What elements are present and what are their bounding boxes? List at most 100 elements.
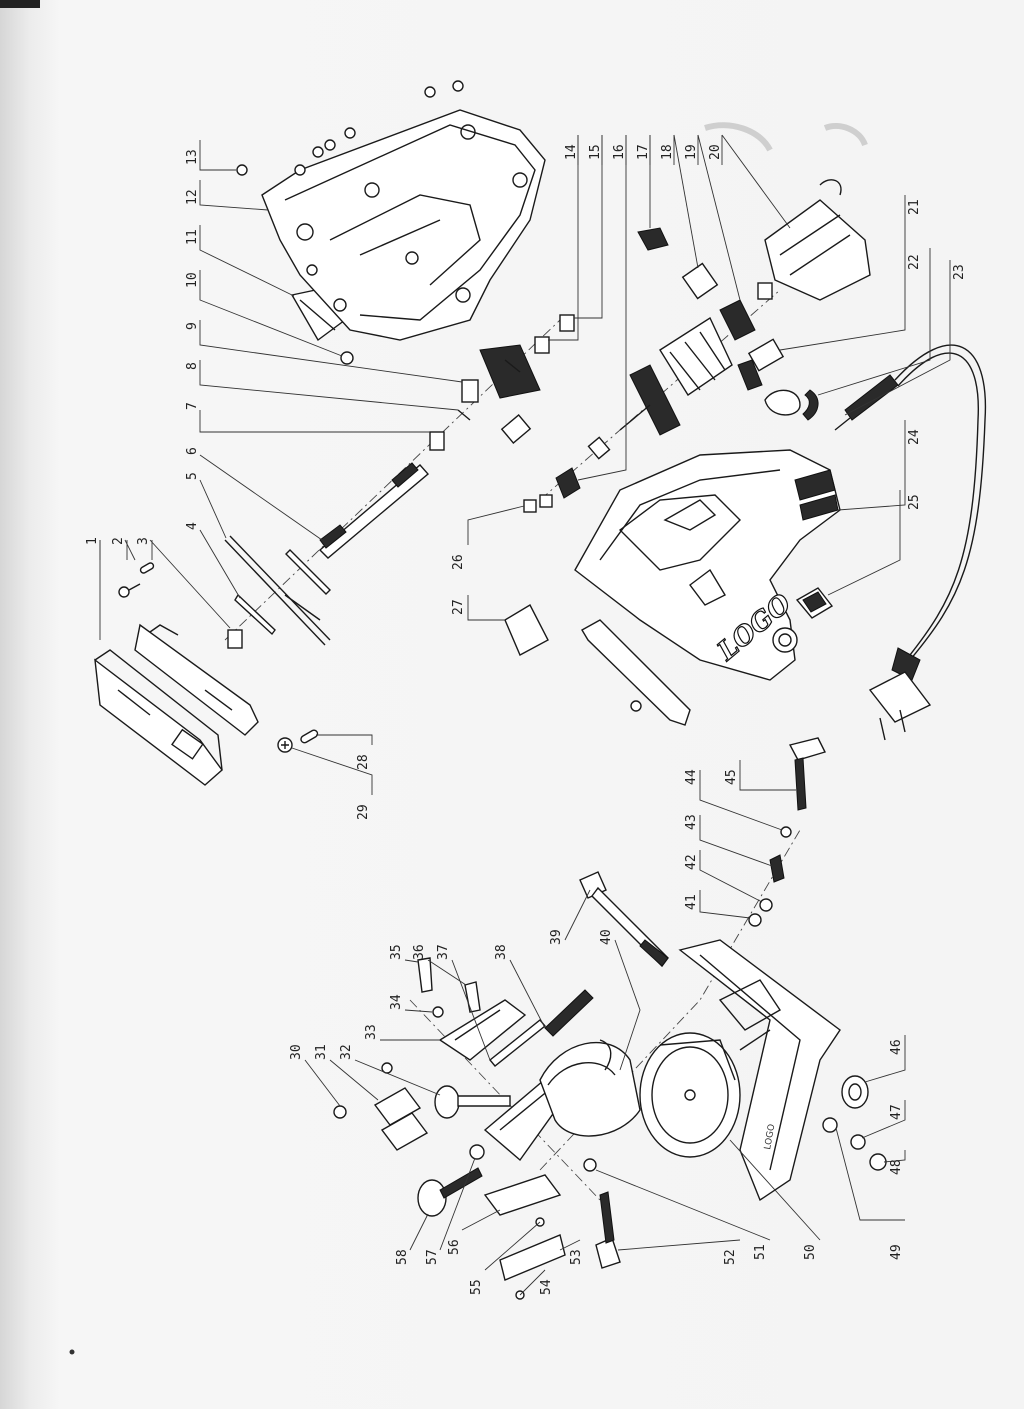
part-12-housing-half [261,109,546,341]
label-32: 32 [339,1044,354,1060]
label-28: 28 [356,754,371,770]
power-cord-inner [897,352,979,661]
part-58-knob [417,1167,483,1217]
label-24: 24 [907,429,922,445]
housing-foot [581,619,691,726]
part-16-bearing [539,467,581,508]
axis-line-stand [409,999,601,1201]
part-39-bolt [579,871,669,968]
part-27-bracket [504,604,549,656]
part-42-washer [759,898,773,912]
base-plate-logo: LOGO [763,1123,777,1150]
label-8: 8 [185,362,200,370]
part-23-cable-sleeve [834,374,899,431]
label-50: 50 [803,1244,818,1260]
scan-smudge-1 [704,122,773,152]
label-15: 15 [588,144,603,160]
label-36: 36 [412,944,427,960]
part-28-pin [300,729,319,744]
label-20: 20 [708,144,723,160]
part-3-block [227,629,243,649]
part-9-bar [500,414,532,444]
part-5-plate [224,535,331,646]
armature-rotor [619,299,756,436]
part-50-wheel-cover [639,1032,741,1158]
label-35: 35 [389,944,404,960]
label-31: 31 [314,1044,329,1060]
label-3: 3 [136,537,151,545]
scan-speck [69,1349,75,1355]
part-35-screw [417,957,433,993]
base-plate: LOGO [678,939,841,1202]
label-7: 7 [185,402,200,410]
part-32-bolt [434,1085,511,1119]
label-25: 25 [907,494,922,510]
label-29: 29 [356,804,371,820]
label-5: 5 [185,472,200,480]
label-26: 26 [451,554,466,570]
label-14: 14 [564,144,579,160]
label-19: 19 [684,144,699,160]
part-2-pin [139,562,155,574]
part-34-washer [432,1006,444,1018]
label-38: 38 [494,944,509,960]
part-45-knob-bolt [788,737,826,811]
small-nut [630,700,642,712]
large-gear [479,344,541,399]
corner-mark [0,0,40,8]
part-6-shaft [318,462,430,559]
label-46: 46 [889,1039,904,1055]
part-1-screw [118,583,141,598]
part-number-labels: 1 2 3 4 5 6 7 8 9 10 11 12 13 14 15 16 1… [85,144,967,1295]
leader-lines [99,134,951,1296]
part-16-washer [587,436,611,460]
label-52: 52 [723,1249,738,1265]
part-15-bushing [559,314,575,332]
label-47: 47 [889,1104,904,1120]
screw-21 [737,359,763,391]
part-19-bushing [757,282,773,300]
part-56-jaw [483,1174,562,1216]
part-5-plate-c [285,549,331,595]
power-plug [868,647,932,741]
part-1-guard-plate [94,649,223,786]
part-26-washer [523,499,537,513]
label-baseline-ticks [99,135,723,560]
label-1: 1 [85,537,100,545]
part-22-clamp [764,389,819,421]
part-36-screw [464,981,481,1013]
label-48: 48 [889,1159,904,1175]
part-41-nut [748,913,762,927]
part-14-bushing [534,336,550,354]
label-16: 16 [612,144,627,160]
label-18: 18 [660,144,675,160]
label-37: 37 [436,944,451,960]
part-52-bolt [595,1191,621,1269]
label-27: 27 [451,599,466,615]
label-56: 56 [447,1239,462,1255]
label-4: 4 [185,522,200,530]
label-2: 2 [111,537,126,545]
part-33-clamp [438,999,527,1061]
part-24-motor-housing: LOGO [574,449,841,681]
label-9: 9 [185,322,200,330]
label-53: 53 [569,1249,584,1265]
part-4-blade [234,593,276,636]
axis-line-stand-2 [539,829,801,1171]
part-40-motor-cover [539,1039,641,1137]
part-47-washer [850,1134,866,1150]
scan-smudge-2 [823,123,868,147]
label-30: 30 [289,1044,304,1060]
label-51: 51 [753,1244,768,1260]
label-43: 43 [684,814,699,830]
part-31-plate-b [380,1112,429,1151]
label-57: 57 [425,1249,440,1265]
label-45: 45 [724,769,739,785]
label-22: 22 [907,254,922,270]
label-42: 42 [684,854,699,870]
part-30-screw [333,1105,347,1119]
label-13: 13 [185,149,200,165]
label-40: 40 [599,929,614,945]
label-41: 41 [684,894,699,910]
